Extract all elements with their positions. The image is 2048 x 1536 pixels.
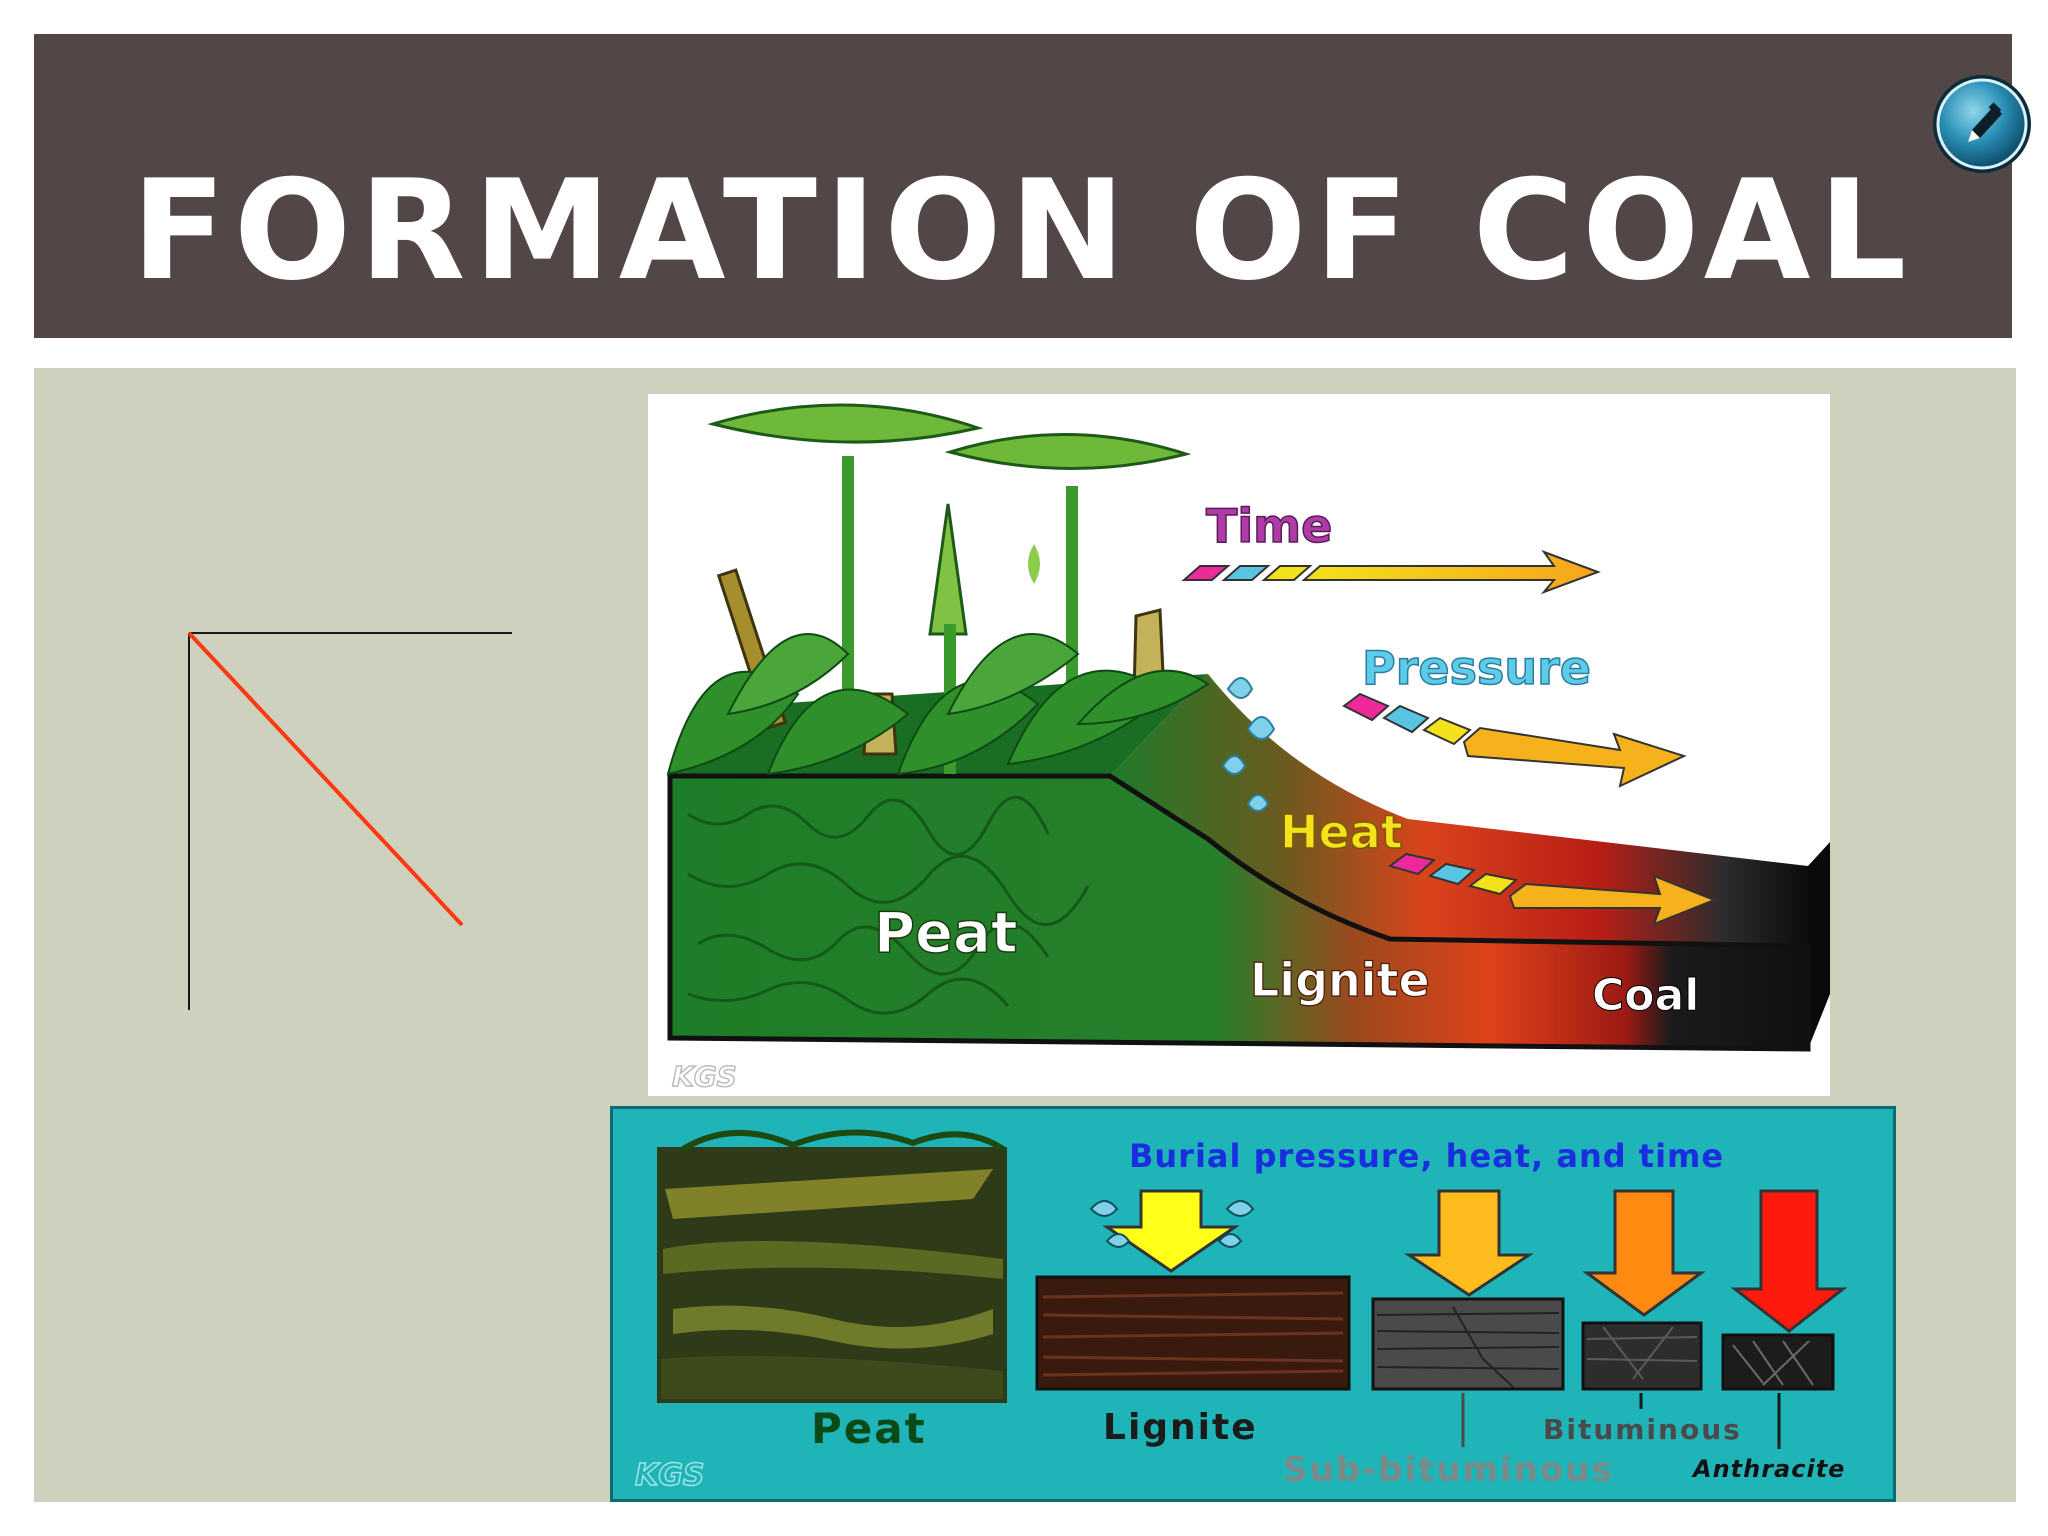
heat-label: Heat — [1280, 805, 1403, 859]
coal-label: Coal — [1592, 970, 1699, 1021]
burial-heading: Burial pressure, heat, and time — [1129, 1137, 1724, 1175]
axis-lines — [187, 631, 512, 1010]
sub-bituminous-stage-label: Sub-bituminous — [1283, 1450, 1614, 1490]
forest-trees — [707, 403, 1192, 774]
anthracite-stage-label: Anthracite — [1691, 1455, 1845, 1483]
lignite-block — [1035, 1275, 1351, 1391]
title-bar: FORMATION OF COAL — [34, 34, 2031, 338]
pressure-arrows — [1102, 1189, 1848, 1333]
slide-title: FORMATION OF COAL — [131, 150, 1915, 311]
coal-rank-diagram: Burial pressure, heat, and time Peat Lig… — [610, 1106, 1896, 1502]
peat-block — [657, 1129, 1007, 1403]
water-splash — [1221, 677, 1276, 812]
heat-arrow — [1387, 852, 1717, 926]
pressure-label: Pressure — [1362, 641, 1591, 695]
red-diagonal-line — [187, 631, 464, 927]
pressure-arrow — [1342, 692, 1687, 788]
slope-surface — [1110, 674, 1808, 946]
time-arrow — [1181, 549, 1601, 595]
lignite-stage-label: Lignite — [1103, 1407, 1258, 1448]
bituminous-stage-label: Bituminous — [1543, 1413, 1742, 1446]
ferns — [666, 633, 1210, 776]
edit-button[interactable] — [1930, 72, 2034, 176]
kgs-logo-bottom: KGS — [635, 1458, 704, 1493]
anthracite-block — [1721, 1333, 1835, 1391]
time-label: Time — [1206, 499, 1332, 553]
pencil-icon — [1933, 75, 2031, 173]
root-texture — [687, 795, 1090, 1015]
sub-bituminous-block — [1371, 1297, 1565, 1391]
content-area: Time Pressure Heat Peat Lignite Coal KGS — [34, 368, 2016, 1502]
coal-formation-diagram: Time Pressure Heat Peat Lignite Coal KGS — [648, 394, 1830, 1096]
lignite-label: Lignite — [1250, 953, 1430, 1007]
peat-label: Peat — [874, 901, 1018, 966]
bituminous-block — [1581, 1321, 1703, 1391]
kgs-logo: KGS — [672, 1060, 737, 1093]
peat-stage-label: Peat — [811, 1404, 927, 1453]
water-drops — [1089, 1200, 1255, 1248]
